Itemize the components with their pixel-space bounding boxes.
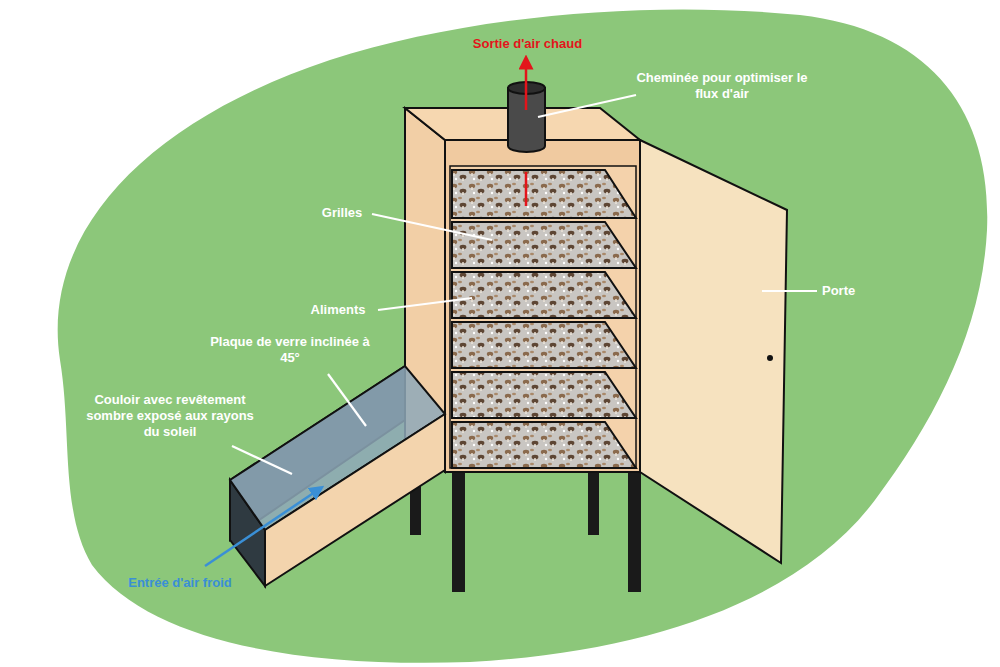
- callout-label: Couloir avec revêtement sombre exposé au…: [80, 392, 260, 440]
- callout-label: Aliments: [298, 302, 378, 318]
- callout-label: Grilles: [312, 205, 372, 221]
- callout-label: Entrée d'air froid: [95, 575, 265, 591]
- callout-label: Cheminée pour optimiser le flux d'air: [636, 70, 808, 102]
- solar-corridor: [230, 366, 445, 586]
- food-trays: [452, 170, 636, 468]
- cabinet-door: [640, 140, 787, 563]
- cabinet-front: [445, 140, 640, 472]
- door-knob: [767, 355, 773, 361]
- green-background: [58, 9, 988, 662]
- cabinet-opening: [450, 166, 636, 468]
- callout-label: Plaque de verre inclinée à 45°: [205, 334, 375, 366]
- callout-label: Porte: [822, 283, 892, 299]
- hot-air-flow: [525, 172, 528, 206]
- leader-lines: [232, 95, 817, 474]
- hot-air-arrow: [525, 62, 528, 110]
- callout-label: Sortie d'air chaud: [440, 36, 615, 52]
- cold-air-arrow: [205, 490, 318, 566]
